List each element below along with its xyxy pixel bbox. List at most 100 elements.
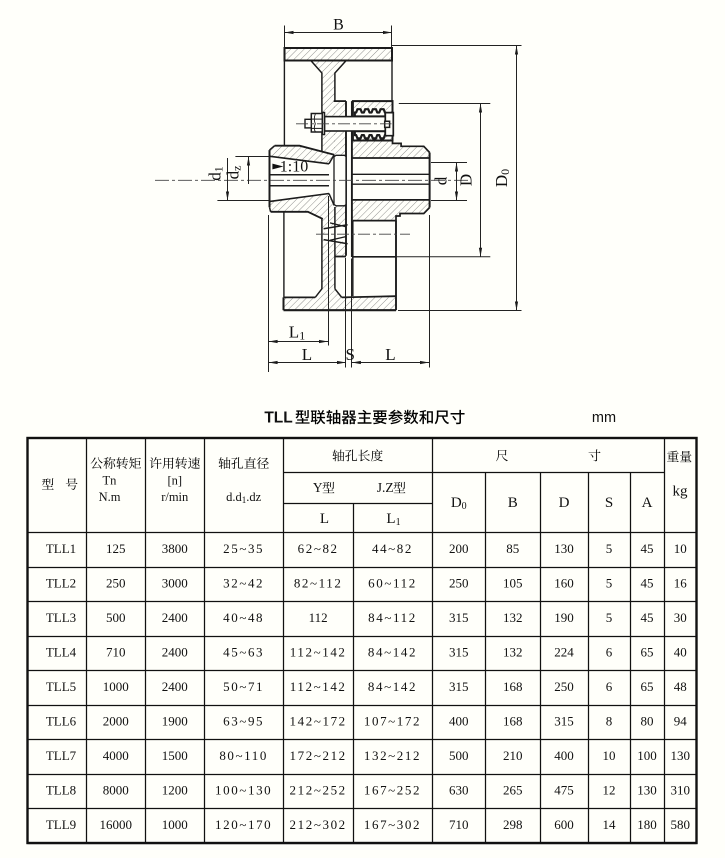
svg-text:224: 224 <box>554 644 574 659</box>
svg-text:63~95: 63~95 <box>223 713 264 728</box>
svg-text:B: B <box>508 495 518 511</box>
svg-text:5: 5 <box>606 575 613 590</box>
svg-text:2400: 2400 <box>162 610 188 625</box>
svg-text:112~142: 112~142 <box>290 679 347 694</box>
svg-text:L: L <box>302 345 312 364</box>
svg-text:315: 315 <box>554 713 574 728</box>
svg-text:40: 40 <box>674 644 687 659</box>
svg-text:160: 160 <box>554 575 574 590</box>
svg-text:5: 5 <box>606 610 613 625</box>
svg-text:8: 8 <box>606 713 613 728</box>
svg-text:1:10: 1:10 <box>280 159 308 176</box>
svg-text:310: 310 <box>671 782 691 797</box>
svg-text:65: 65 <box>641 679 654 694</box>
svg-text:10: 10 <box>603 748 616 763</box>
svg-text:265: 265 <box>503 782 523 797</box>
svg-text:TLL9: TLL9 <box>46 817 76 832</box>
svg-text:130: 130 <box>671 748 691 763</box>
svg-text:500: 500 <box>449 748 469 763</box>
svg-text:25~35: 25~35 <box>223 541 264 556</box>
svg-text:3800: 3800 <box>162 541 188 556</box>
svg-text:S: S <box>345 345 354 364</box>
svg-text:132: 132 <box>503 644 523 659</box>
svg-text:250: 250 <box>106 575 126 590</box>
svg-text:172~212: 172~212 <box>290 748 347 763</box>
svg-text:315: 315 <box>449 644 469 659</box>
svg-text:84~112: 84~112 <box>368 610 417 625</box>
svg-text:L: L <box>320 511 329 527</box>
svg-text:298: 298 <box>503 817 523 832</box>
svg-text:45: 45 <box>641 541 654 556</box>
svg-text:TLL7: TLL7 <box>46 748 77 763</box>
svg-text:J.Z: J.Z <box>377 480 394 495</box>
svg-text:5: 5 <box>606 541 613 556</box>
svg-text:168: 168 <box>503 713 523 728</box>
svg-text:130: 130 <box>637 782 657 797</box>
svg-text:TLL1: TLL1 <box>46 541 76 556</box>
svg-text:65: 65 <box>641 644 654 659</box>
svg-text:315: 315 <box>449 679 469 694</box>
svg-text:L: L <box>385 345 395 364</box>
svg-text:710: 710 <box>449 817 469 832</box>
svg-text:Y: Y <box>313 480 323 495</box>
svg-text:12: 12 <box>603 782 616 797</box>
svg-text:80~110: 80~110 <box>219 748 268 763</box>
svg-text:r/min: r/min <box>161 490 189 504</box>
svg-text:16000: 16000 <box>100 817 133 832</box>
svg-text:475: 475 <box>554 782 574 797</box>
svg-text:167~302: 167~302 <box>364 817 421 832</box>
svg-text:190: 190 <box>554 610 574 625</box>
svg-text:120~170: 120~170 <box>215 817 272 832</box>
svg-text:85: 85 <box>506 541 519 556</box>
svg-text:TLL4: TLL4 <box>46 644 77 659</box>
svg-text:TLL2: TLL2 <box>46 575 76 590</box>
svg-text:100: 100 <box>637 748 657 763</box>
svg-text:94: 94 <box>674 713 688 728</box>
svg-text:Tn: Tn <box>103 474 118 488</box>
svg-text:82~112: 82~112 <box>294 575 343 590</box>
svg-text:630: 630 <box>449 782 469 797</box>
svg-text:212~302: 212~302 <box>290 817 347 832</box>
svg-text:TLL6: TLL6 <box>46 713 77 728</box>
svg-text:6: 6 <box>606 679 613 694</box>
svg-text:142~172: 142~172 <box>290 713 347 728</box>
svg-text:180: 180 <box>637 817 657 832</box>
svg-text:2400: 2400 <box>162 644 188 659</box>
svg-text:8000: 8000 <box>103 782 129 797</box>
svg-text:400: 400 <box>449 713 469 728</box>
svg-text:168: 168 <box>503 679 523 694</box>
svg-text:84~142: 84~142 <box>368 679 417 694</box>
svg-text:d: d <box>432 176 451 185</box>
svg-text:TLL3: TLL3 <box>46 610 76 625</box>
svg-text:TLL5: TLL5 <box>46 679 76 694</box>
svg-text:14: 14 <box>603 817 617 832</box>
svg-text:3000: 3000 <box>162 575 188 590</box>
svg-text:710: 710 <box>106 644 126 659</box>
svg-text:2000: 2000 <box>103 713 129 728</box>
svg-text:1200: 1200 <box>162 782 188 797</box>
svg-text:D: D <box>559 495 570 511</box>
svg-text:1000: 1000 <box>162 817 188 832</box>
svg-text:132~212: 132~212 <box>364 748 421 763</box>
svg-text:TLL8: TLL8 <box>46 782 76 797</box>
svg-text:50~71: 50~71 <box>223 679 264 694</box>
svg-text:mm: mm <box>592 410 616 426</box>
svg-text:107~172: 107~172 <box>364 713 421 728</box>
svg-text:600: 600 <box>554 817 574 832</box>
svg-text:6: 6 <box>606 644 613 659</box>
svg-text:44~82: 44~82 <box>372 541 413 556</box>
svg-text:80: 80 <box>641 713 654 728</box>
svg-text:250: 250 <box>449 575 469 590</box>
svg-text:2400: 2400 <box>162 679 188 694</box>
svg-text:125: 125 <box>106 541 126 556</box>
svg-text:N.m: N.m <box>99 490 121 504</box>
svg-text:100~130: 100~130 <box>215 782 272 797</box>
svg-text:84~142: 84~142 <box>368 644 417 659</box>
svg-text:[n]: [n] <box>167 474 182 488</box>
svg-text:60~112: 60~112 <box>368 575 417 590</box>
svg-text:10: 10 <box>674 541 687 556</box>
svg-text:62~82: 62~82 <box>298 541 339 556</box>
svg-text:1500: 1500 <box>162 748 188 763</box>
svg-text:45: 45 <box>641 610 654 625</box>
svg-text:45~63: 45~63 <box>223 644 264 659</box>
